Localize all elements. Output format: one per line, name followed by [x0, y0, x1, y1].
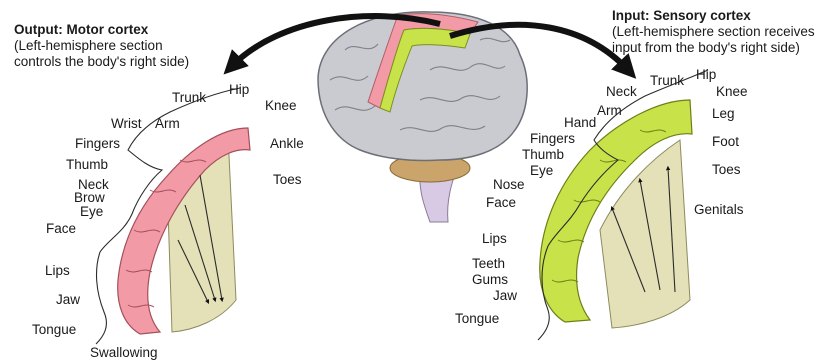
sensory-label-neck: Neck — [606, 84, 637, 99]
sensory-label-eye: Eye — [530, 163, 553, 178]
motor-label-wrist: Wrist — [111, 116, 142, 131]
motor-label-face: Face — [46, 221, 76, 236]
motor-subtitle-line2: controls the body's right side) — [14, 54, 189, 70]
sensory-cortex-section — [538, 70, 708, 340]
motor-label-eye: Eye — [80, 204, 103, 219]
sensory-label-hip: Hip — [696, 67, 716, 82]
motor-subtitle-line1: (Left-hemisphere section — [14, 38, 189, 54]
sensory-label-face: Face — [486, 195, 516, 210]
motor-label-tongue: Tongue — [32, 322, 76, 337]
sensory-label-jaw: Jaw — [493, 288, 517, 303]
sensory-label-nose: Nose — [493, 177, 525, 192]
sensory-label-thumb: Thumb — [522, 147, 564, 162]
motor-title: Output: Motor cortex — [14, 22, 189, 38]
motor-label-hip: Hip — [229, 82, 249, 97]
motor-label-thumb: Thumb — [66, 157, 108, 172]
motor-label-brow: Brow — [74, 190, 105, 205]
sensory-subtitle-line1: (Left-hemisphere section receives — [612, 24, 815, 40]
motor-heading: Output: Motor cortex (Left-hemisphere se… — [14, 22, 189, 70]
sensory-label-lips: Lips — [482, 231, 507, 246]
sensory-label-fingers: Fingers — [530, 131, 575, 146]
motor-label-ankle: Ankle — [270, 136, 304, 151]
sensory-title: Input: Sensory cortex — [612, 8, 815, 24]
motor-label-trunk: Trunk — [172, 90, 206, 105]
motor-label-fingers: Fingers — [75, 136, 120, 151]
motor-label-arm: Arm — [155, 116, 180, 131]
motor-label-jaw: Jaw — [56, 292, 80, 307]
sensory-label-genitals: Genitals — [694, 202, 744, 217]
motor-label-swallowing: Swallowing — [90, 345, 158, 360]
sensory-heading: Input: Sensory cortex (Left-hemisphere s… — [612, 8, 815, 56]
motor-label-toes: Toes — [273, 172, 302, 187]
sensory-subtitle-line2: input from the body's right side) — [612, 40, 815, 56]
sensory-label-tongue: Tongue — [455, 311, 499, 326]
sensory-label-foot: Foot — [712, 134, 739, 149]
sensory-label-toes: Toes — [712, 162, 741, 177]
sensory-label-trunk: Trunk — [650, 73, 684, 88]
motor-label-lips: Lips — [45, 263, 70, 278]
sensory-label-gums: Gums — [472, 272, 508, 287]
motor-label-knee: Knee — [265, 98, 297, 113]
sensory-label-knee: Knee — [716, 84, 748, 99]
sensory-label-hand: Hand — [564, 115, 596, 130]
sensory-label-teeth: Teeth — [472, 256, 505, 271]
sensory-label-arm: Arm — [597, 103, 622, 118]
sensory-label-leg: Leg — [712, 106, 735, 121]
